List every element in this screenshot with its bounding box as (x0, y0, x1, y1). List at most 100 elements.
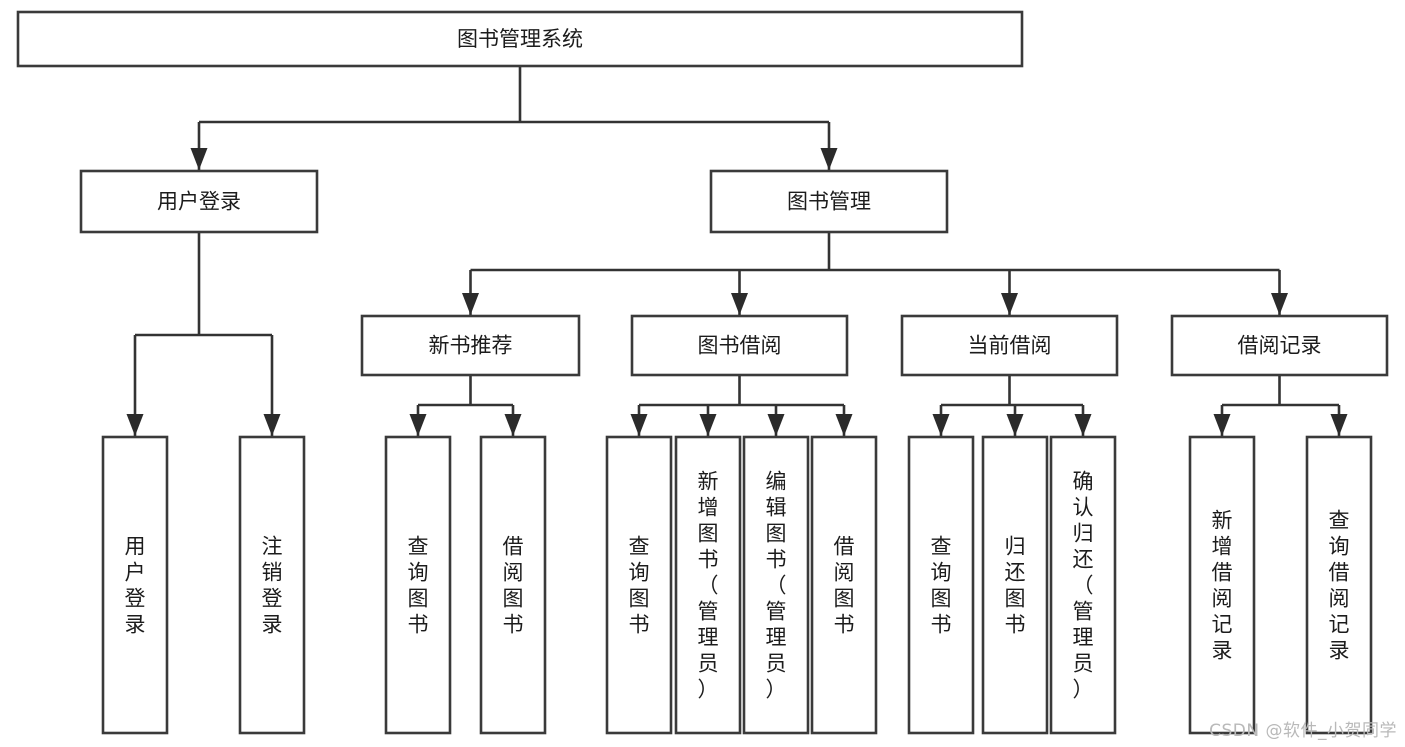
arrow-head-icon (820, 148, 838, 170)
node-label-borrow-record: 借阅记录 (1238, 334, 1322, 358)
label-char: 书 (629, 612, 650, 636)
arrow-head-icon (504, 414, 522, 436)
label-char: 理 (766, 625, 787, 649)
node-box-book-manage[interactable] (709, 169, 949, 234)
node-label-leaf-borrow-book-1: 借阅图书 (503, 534, 524, 636)
label-char: 编 (766, 469, 787, 493)
label-char: 录 (1329, 638, 1350, 662)
label-char: 新 (698, 469, 719, 493)
node-leaf-user-login[interactable]: 用户登录 (101, 435, 169, 735)
node-user-login[interactable]: 用户登录 (79, 169, 319, 234)
node-label-user-login: 用户登录 (157, 190, 241, 214)
label-char: 员 (766, 651, 787, 675)
node-label-leaf-edit-book: 编辑图书（管理员） (766, 469, 787, 701)
label-char: 员 (1073, 651, 1094, 675)
node-box-leaf-edit-book[interactable] (742, 435, 810, 735)
node-leaf-confirm-return[interactable]: 确认归还（管理员） (1049, 435, 1117, 735)
node-box-leaf-add-record[interactable] (1188, 435, 1256, 735)
label-char: 登 (125, 586, 146, 610)
node-box-leaf-return-book[interactable] (981, 435, 1049, 735)
label-char: 管 (698, 599, 719, 623)
node-box-new-book-rec[interactable] (360, 314, 581, 377)
label-char: 阅 (834, 560, 855, 584)
node-box-current-borrow[interactable] (900, 314, 1119, 377)
node-leaf-return-book[interactable]: 归还图书 (981, 435, 1049, 735)
node-box-borrow-record[interactable] (1170, 314, 1389, 377)
arrow-head-icon (1001, 293, 1018, 315)
node-box-leaf-borrow-book-1[interactable] (479, 435, 547, 735)
label-char: 图 (931, 586, 952, 610)
arrow-head-icon (126, 414, 144, 436)
node-box-book-borrow[interactable] (630, 314, 849, 377)
node-box-user-login[interactable] (79, 169, 319, 234)
label-char: 询 (1329, 534, 1350, 558)
node-leaf-logout[interactable]: 注销登录 (238, 435, 306, 735)
node-label-root: 图书管理系统 (457, 27, 583, 51)
node-box-leaf-confirm-return[interactable] (1049, 435, 1117, 735)
label-char: 图 (834, 586, 855, 610)
label-char: 管 (1073, 599, 1094, 623)
arrow-head-icon (630, 414, 648, 436)
label-char: ） (698, 677, 719, 701)
label-char: （ (698, 573, 719, 597)
label-char: 录 (125, 612, 146, 636)
arrow-head-icon (1271, 293, 1288, 315)
node-box-leaf-user-login[interactable] (101, 435, 169, 735)
node-leaf-add-record[interactable]: 新增借阅记录 (1188, 435, 1256, 735)
arrow-head-icon (1074, 414, 1092, 436)
node-book-borrow[interactable]: 图书借阅 (630, 314, 849, 377)
label-char: 阅 (503, 560, 524, 584)
label-char: 还 (1005, 560, 1026, 584)
label-char: 图 (698, 521, 719, 545)
nodes-layer: 图书管理系统用户登录图书管理新书推荐图书借阅当前借阅借阅记录用户登录注销登录查询… (16, 10, 1389, 735)
arrow-head-icon (409, 414, 427, 436)
node-leaf-add-book[interactable]: 新增图书（管理员） (674, 435, 742, 735)
node-leaf-query-book-2[interactable]: 查询图书 (605, 435, 673, 735)
label-char: 归 (1005, 534, 1026, 558)
node-leaf-query-book-1[interactable]: 查询图书 (384, 435, 452, 735)
label-char: 注 (262, 534, 283, 558)
node-root[interactable]: 图书管理系统 (16, 10, 1024, 68)
node-leaf-edit-book[interactable]: 编辑图书（管理员） (742, 435, 810, 735)
node-current-borrow[interactable]: 当前借阅 (900, 314, 1119, 377)
node-box-leaf-add-book[interactable] (674, 435, 742, 735)
node-label-current-borrow: 当前借阅 (968, 334, 1052, 358)
label-char: 书 (931, 612, 952, 636)
arrow-head-icon (462, 293, 479, 315)
label-char: 辑 (766, 495, 787, 519)
label-char: ） (1073, 677, 1094, 701)
node-borrow-record[interactable]: 借阅记录 (1170, 314, 1389, 377)
node-label-leaf-query-record: 查询借阅记录 (1329, 508, 1350, 662)
node-label-leaf-logout: 注销登录 (262, 534, 283, 636)
label-char: 借 (1329, 560, 1350, 584)
node-box-leaf-logout[interactable] (238, 435, 306, 735)
label-char: 书 (503, 612, 524, 636)
node-box-leaf-borrow-book-2[interactable] (810, 435, 878, 735)
node-book-manage[interactable]: 图书管理 (709, 169, 949, 234)
label-char: 图 (1005, 586, 1026, 610)
node-box-leaf-query-record[interactable] (1305, 435, 1373, 735)
arrow-head-icon (1006, 414, 1024, 436)
label-char: ） (766, 677, 787, 701)
arrow-head-icon (1330, 414, 1348, 436)
node-box-leaf-query-book-3[interactable] (907, 435, 975, 735)
node-leaf-borrow-book-2[interactable]: 借阅图书 (810, 435, 878, 735)
node-box-leaf-query-book-1[interactable] (384, 435, 452, 735)
node-new-book-rec[interactable]: 新书推荐 (360, 314, 581, 377)
node-box-leaf-query-book-2[interactable] (605, 435, 673, 735)
label-char: 新 (1212, 508, 1233, 532)
node-box-root[interactable] (16, 10, 1024, 68)
label-char: 用 (125, 534, 146, 558)
label-char: 户 (125, 560, 146, 584)
edges-layer (126, 66, 1348, 436)
label-char: 录 (1212, 638, 1233, 662)
label-char: 认 (1073, 495, 1094, 519)
node-label-leaf-add-record: 新增借阅记录 (1212, 508, 1233, 662)
label-char: 书 (1005, 612, 1026, 636)
node-leaf-borrow-book-1[interactable]: 借阅图书 (479, 435, 547, 735)
node-label-leaf-borrow-book-2: 借阅图书 (834, 534, 855, 636)
node-leaf-query-record[interactable]: 查询借阅记录 (1305, 435, 1373, 735)
node-leaf-query-book-3[interactable]: 查询图书 (907, 435, 975, 735)
label-char: 还 (1073, 547, 1094, 571)
